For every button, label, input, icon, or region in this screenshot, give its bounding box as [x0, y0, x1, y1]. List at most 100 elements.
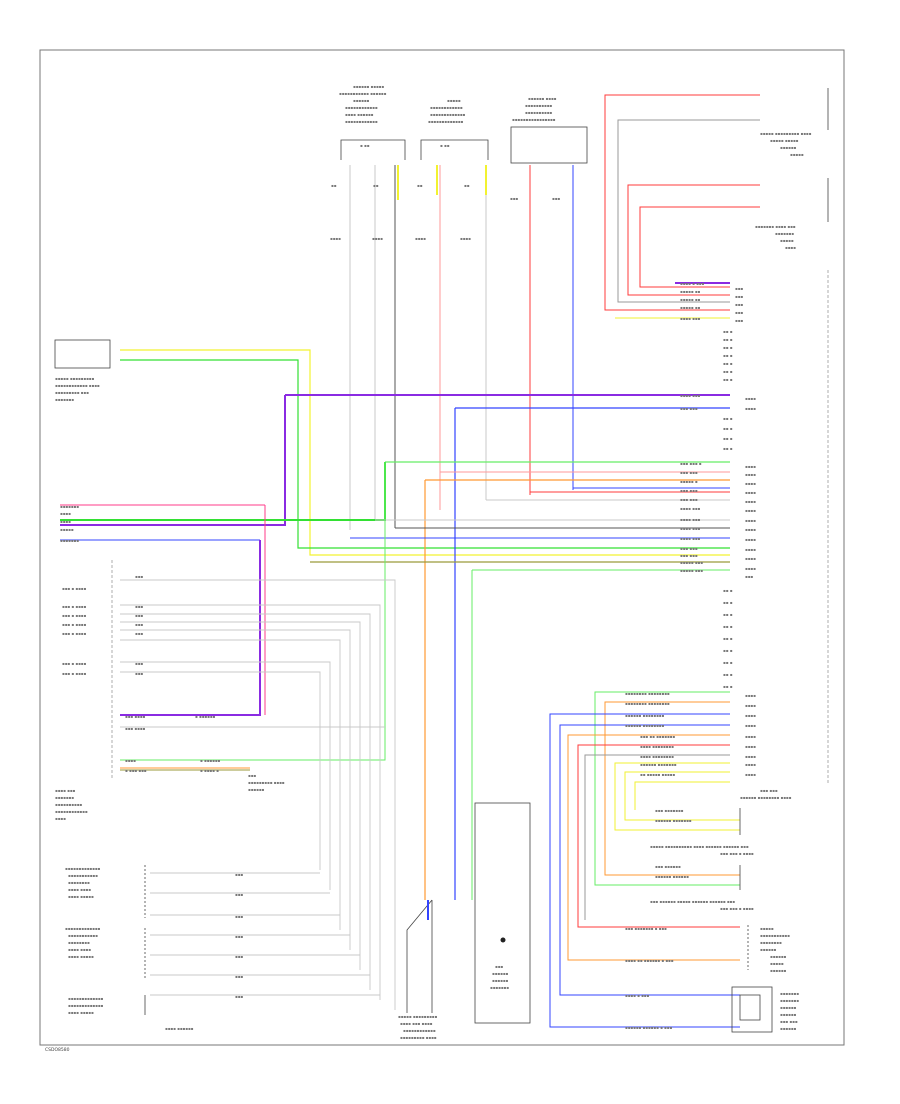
svg-text:▪▪ ▪: ▪▪ ▪: [723, 684, 733, 689]
svg-text:▪▪▪▪: ▪▪▪▪: [745, 693, 756, 698]
seat-sensors: ▪▪▪▪▪▪▪▪▪▪▪▪▪ ▪▪▪▪▪▪▪▪▪▪▪ ▪▪▪▪▪▪▪▪ ▪▪▪▪ …: [65, 865, 380, 1031]
svg-text:▪▪▪▪▪▪▪▪▪ ▪▪▪▪: ▪▪▪▪▪▪▪▪▪ ▪▪▪▪: [248, 780, 285, 785]
svg-text:▪▪▪▪▪ ▪▪: ▪▪▪▪▪ ▪▪: [680, 297, 701, 302]
svg-text:▪▪▪▪▪▪: ▪▪▪▪▪▪: [760, 947, 777, 952]
svg-text:▪▪▪▪▪▪ ▪▪▪▪▪▪▪▪: ▪▪▪▪▪▪ ▪▪▪▪▪▪▪▪: [625, 713, 665, 718]
svg-text:▪▪▪ ▪▪▪: ▪▪▪ ▪▪▪: [680, 553, 698, 558]
svg-text:▪▪▪▪ ▪▪▪: ▪▪▪▪ ▪▪▪: [680, 506, 701, 511]
svg-text:▪▪▪: ▪▪▪: [135, 604, 143, 609]
svg-text:▪▪▪▪: ▪▪▪▪: [745, 499, 756, 504]
svg-text:▪▪▪▪▪ ▪▪▪▪▪▪▪▪▪ ▪▪▪▪: ▪▪▪▪▪ ▪▪▪▪▪▪▪▪▪ ▪▪▪▪: [760, 131, 812, 136]
svg-text:▪▪▪: ▪▪▪: [235, 994, 243, 999]
svg-text:▪▪▪▪: ▪▪▪▪: [415, 236, 426, 241]
svg-text:▪▪▪: ▪▪▪: [510, 196, 518, 201]
svg-text:▪▪▪▪▪▪▪▪▪▪▪▪: ▪▪▪▪▪▪▪▪▪▪▪▪: [345, 119, 378, 124]
svg-text:▪▪▪▪▪▪▪▪▪ ▪▪▪▪: ▪▪▪▪▪▪▪▪▪ ▪▪▪▪: [400, 1035, 437, 1040]
left-connector-block: ▪▪▪▪▪▪▪ ▪▪▪▪ ▪▪▪▪ ▪▪▪▪▪ ▪▪▪▪▪▪▪ ▪▪▪▪ ▪▪▪…: [55, 504, 113, 821]
svg-text:▪▪▪▪ ▪▪▪▪▪▪: ▪▪▪▪ ▪▪▪▪▪▪: [165, 1026, 194, 1031]
svg-text:▪▪▪: ▪▪▪: [552, 196, 560, 201]
svg-text:▪▪▪▪▪▪▪: ▪▪▪▪▪▪▪: [60, 504, 79, 509]
svg-text:▪▪▪▪▪▪▪▪: ▪▪▪▪▪▪▪▪: [68, 880, 90, 885]
svg-text:▪▪▪▪▪▪ ▪▪▪▪: ▪▪▪▪▪▪ ▪▪▪▪: [528, 96, 557, 101]
svg-text:▪▪▪▪ ▪▪▪: ▪▪▪▪ ▪▪▪: [55, 788, 76, 793]
svg-text:▪▪▪▪ ▪▪▪: ▪▪▪▪ ▪▪▪: [680, 316, 701, 321]
right-top-wires: ▪▪▪▪▪ ▪▪▪▪▪▪▪▪▪ ▪▪▪▪ ▪▪▪▪▪ ▪▪▪▪▪ ▪▪ ▪▪▪▪ …: [604, 88, 829, 319]
svg-text:▪▪▪▪▪: ▪▪▪▪▪: [760, 926, 774, 931]
svg-text:▪▪▪: ▪▪▪: [135, 622, 143, 627]
svg-text:▪▪▪▪: ▪▪▪▪: [372, 236, 383, 241]
svg-text:▪▪▪ ▪▪▪: ▪▪▪ ▪▪▪: [760, 788, 778, 793]
svg-text:▪▪▪▪ ▪▪▪: ▪▪▪▪ ▪▪▪: [680, 393, 701, 398]
svg-text:▪▪▪▪▪: ▪▪▪▪▪: [790, 152, 804, 157]
svg-text:▪▪▪: ▪▪▪: [135, 574, 143, 579]
svg-text:▪▪▪▪▪▪▪: ▪▪▪▪▪▪▪: [780, 998, 799, 1003]
svg-text:▪▪▪▪ ▪▪ ▪▪▪▪▪▪ ▪ ▪▪▪: ▪▪▪▪ ▪▪ ▪▪▪▪▪▪ ▪ ▪▪▪: [625, 958, 674, 963]
svg-text:▪▪▪▪▪▪: ▪▪▪▪▪▪: [492, 971, 509, 976]
svg-text:▪▪▪ ▪▪▪: ▪▪▪ ▪▪▪: [680, 488, 698, 493]
svg-text:▪▪▪▪▪ ▪▪▪▪▪▪▪▪▪▪ ▪▪▪▪ ▪▪▪▪▪▪ ▪: ▪▪▪▪▪ ▪▪▪▪▪▪▪▪▪▪ ▪▪▪▪ ▪▪▪▪▪▪ ▪▪▪▪▪▪ ▪▪▪: [650, 844, 749, 849]
svg-text:▪▪▪ ▪ ▪▪▪▪: ▪▪▪ ▪ ▪▪▪▪: [62, 671, 87, 676]
svg-text:▪▪▪: ▪▪▪: [235, 892, 243, 897]
svg-text:▪▪▪: ▪▪▪: [735, 286, 743, 291]
svg-text:▪▪▪ ▪▪▪: ▪▪▪ ▪▪▪: [680, 406, 698, 411]
svg-text:▪▪▪▪: ▪▪▪▪: [745, 547, 756, 552]
svg-text:▪▪▪▪: ▪▪▪▪: [745, 472, 756, 477]
svg-text:▪▪▪▪ ▪▪▪: ▪▪▪▪ ▪▪▪: [680, 526, 701, 531]
svg-text:▪▪▪▪: ▪▪▪▪: [60, 519, 71, 524]
svg-text:▪▪ ▪: ▪▪ ▪: [723, 369, 733, 374]
svg-text:▪▪▪▪▪: ▪▪▪▪▪: [780, 238, 794, 243]
svg-text:▪▪ ▪: ▪▪ ▪: [723, 353, 733, 358]
svg-text:▪▪▪ ▪▪▪ ▪: ▪▪▪ ▪▪▪ ▪: [680, 461, 702, 466]
svg-text:▪▪▪▪▪▪▪▪▪▪▪▪▪: ▪▪▪▪▪▪▪▪▪▪▪▪▪: [68, 1003, 104, 1008]
svg-text:▪▪▪▪▪▪▪▪▪▪▪▪: ▪▪▪▪▪▪▪▪▪▪▪▪: [403, 1028, 436, 1033]
svg-text:▪▪▪▪: ▪▪▪▪: [745, 527, 756, 532]
svg-text:▪▪ ▪: ▪▪ ▪: [723, 377, 733, 382]
svg-text:▪▪▪▪: ▪▪▪▪: [330, 236, 341, 241]
svg-text:▪▪▪▪ ▪▪▪▪▪▪▪▪: ▪▪▪▪ ▪▪▪▪▪▪▪▪: [640, 744, 674, 749]
svg-text:▪▪▪▪▪▪ ▪▪▪▪▪▪▪▪ ▪▪▪▪: ▪▪▪▪▪▪ ▪▪▪▪▪▪▪▪ ▪▪▪▪: [740, 795, 792, 800]
svg-text:▪▪ ▪: ▪▪ ▪: [723, 345, 733, 350]
svg-text:▪▪▪ ▪ ▪▪▪▪: ▪▪▪ ▪ ▪▪▪▪: [62, 586, 87, 591]
svg-text:▪▪▪▪▪▪▪: ▪▪▪▪▪▪▪: [490, 985, 509, 990]
svg-text:▪▪▪: ▪▪▪: [735, 310, 743, 315]
svg-text:▪▪▪▪: ▪▪▪▪: [460, 236, 471, 241]
svg-text:▪▪▪ ▪▪▪▪▪▪▪: ▪▪▪ ▪▪▪▪▪▪▪: [655, 808, 684, 813]
svg-text:▪▪▪: ▪▪▪: [135, 671, 143, 676]
svg-text:▪▪▪▪▪▪: ▪▪▪▪▪▪: [770, 954, 787, 959]
svg-text:▪▪▪▪▪ ▪▪▪▪▪: ▪▪▪▪▪ ▪▪▪▪▪: [770, 138, 799, 143]
svg-text:▪▪▪▪▪▪: ▪▪▪▪▪▪: [780, 145, 797, 150]
svg-text:▪▪ ▪: ▪▪ ▪: [723, 648, 733, 653]
svg-text:▪▪▪▪▪▪▪▪▪ ▪▪▪: ▪▪▪▪▪▪▪▪▪ ▪▪▪: [55, 390, 89, 395]
bottom-right-wires: ▪▪▪▪▪▪▪▪ ▪▪▪▪▪▪▪▪ ▪▪▪▪▪▪▪▪ ▪▪▪▪▪▪▪▪ ▪▪▪▪…: [549, 691, 799, 1033]
svg-text:▪▪▪▪▪▪▪▪▪▪▪: ▪▪▪▪▪▪▪▪▪▪▪: [68, 873, 98, 878]
svg-text:▪▪▪▪▪▪▪▪▪▪▪ ▪▪▪▪▪▪: ▪▪▪▪▪▪▪▪▪▪▪ ▪▪▪▪▪▪: [339, 91, 387, 96]
svg-text:▪▪▪▪▪▪ ▪▪▪▪▪▪▪: ▪▪▪▪▪▪ ▪▪▪▪▪▪▪: [655, 818, 692, 823]
svg-text:▪▪▪▪▪▪: ▪▪▪▪▪▪: [770, 968, 787, 973]
svg-text:▪▪▪▪: ▪▪▪▪: [745, 556, 756, 561]
svg-text:▪▪▪▪▪: ▪▪▪▪▪: [60, 527, 74, 532]
svg-text:▪▪▪▪▪▪▪▪ ▪▪▪▪▪▪▪▪: ▪▪▪▪▪▪▪▪ ▪▪▪▪▪▪▪▪: [625, 701, 670, 706]
svg-text:▪▪▪▪▪ ▪: ▪▪▪▪▪ ▪: [680, 479, 698, 484]
svg-text:▪▪▪▪▪▪▪: ▪▪▪▪▪▪▪: [60, 538, 79, 543]
svg-text:▪▪▪▪▪▪▪▪▪▪▪▪: ▪▪▪▪▪▪▪▪▪▪▪▪: [430, 105, 463, 110]
svg-text:▪▪▪▪▪▪▪▪▪▪▪: ▪▪▪▪▪▪▪▪▪▪▪: [68, 933, 98, 938]
svg-text:▪▪▪▪▪▪▪▪ ▪▪▪▪▪▪▪▪: ▪▪▪▪▪▪▪▪ ▪▪▪▪▪▪▪▪: [625, 691, 670, 696]
svg-text:▪▪▪▪▪▪ ▪▪▪▪▪▪ ▪ ▪▪▪: ▪▪▪▪▪▪ ▪▪▪▪▪▪ ▪ ▪▪▪: [625, 1025, 672, 1030]
svg-text:▪▪▪▪▪▪▪▪▪▪▪▪ ▪▪▪▪: ▪▪▪▪▪▪▪▪▪▪▪▪ ▪▪▪▪: [55, 383, 100, 388]
svg-text:▪▪▪ ▪ ▪▪▪▪: ▪▪▪ ▪ ▪▪▪▪: [62, 661, 87, 666]
svg-text:▪▪▪▪▪▪▪▪▪▪: ▪▪▪▪▪▪▪▪▪▪: [55, 802, 82, 807]
svg-text:▪▪▪▪▪▪▪▪▪▪▪▪: ▪▪▪▪▪▪▪▪▪▪▪▪: [345, 105, 378, 110]
svg-text:▪▪▪: ▪▪▪: [495, 964, 503, 969]
svg-text:▪▪▪▪ ▪ ▪▪▪: ▪▪▪▪ ▪ ▪▪▪: [625, 993, 650, 998]
svg-text:▪▪▪▪▪▪: ▪▪▪▪▪▪: [248, 787, 265, 792]
svg-text:▪▪▪▪▪▪▪▪▪▪▪▪▪: ▪▪▪▪▪▪▪▪▪▪▪▪▪: [428, 119, 464, 124]
svg-text:▪▪▪ ▪▪ ▪▪▪▪▪▪▪: ▪▪▪ ▪▪ ▪▪▪▪▪▪▪: [640, 734, 675, 739]
svg-text:▪▪▪▪▪: ▪▪▪▪▪: [447, 98, 461, 103]
svg-text:▪▪ ▪: ▪▪ ▪: [723, 672, 733, 677]
svg-text:▪▪▪▪▪▪▪: ▪▪▪▪▪▪▪: [775, 231, 794, 236]
svg-text:▪ ▪▪▪ ▪▪▪: ▪ ▪▪▪ ▪▪▪: [125, 768, 147, 773]
svg-text:▪▪▪ ▪ ▪▪▪▪: ▪▪▪ ▪ ▪▪▪▪: [62, 631, 87, 636]
svg-text:▪▪▪▪▪▪▪ ▪▪▪▪ ▪▪▪: ▪▪▪▪▪▪▪ ▪▪▪▪ ▪▪▪: [755, 224, 796, 229]
svg-text:▪▪▪ ▪▪▪▪▪▪ ▪▪▪▪▪ ▪▪▪▪▪▪ ▪▪▪▪▪▪: ▪▪▪ ▪▪▪▪▪▪ ▪▪▪▪▪ ▪▪▪▪▪▪ ▪▪▪▪▪▪ ▪▪▪: [650, 899, 735, 904]
